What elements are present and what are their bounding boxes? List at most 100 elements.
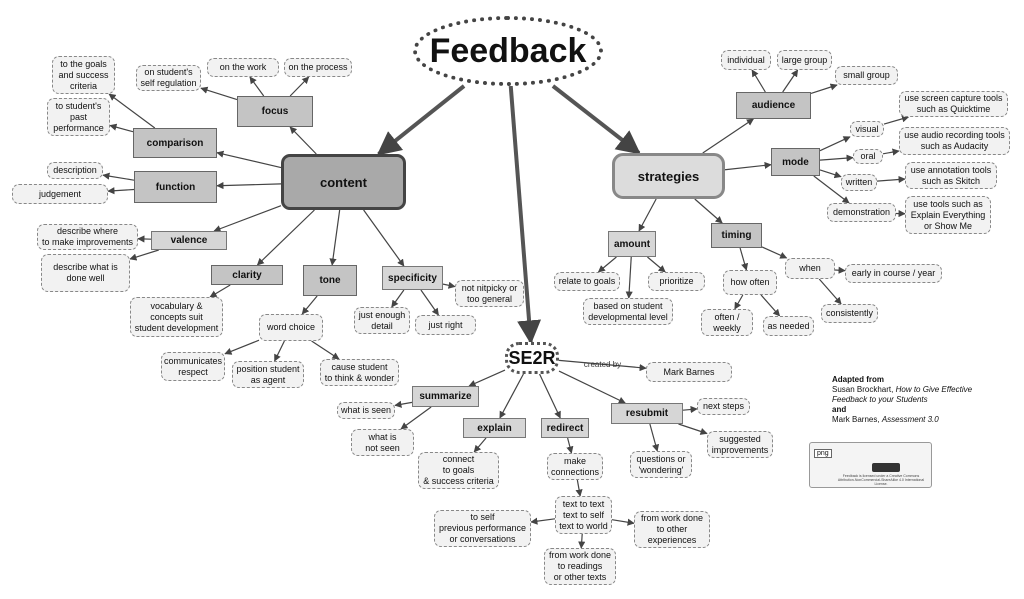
connector-text-to-text-to-to-self xyxy=(530,517,556,525)
node-strategies: strategies xyxy=(612,153,725,199)
node-early-in-course: early in course / year xyxy=(845,264,942,283)
connector-se2r-to-explain xyxy=(499,373,524,419)
connector-tone-to-word-choice xyxy=(301,295,318,315)
attribution-author2: Mark Barnes, xyxy=(832,415,880,424)
node-content: content xyxy=(281,154,406,210)
node-to-goals: to the goals and success criteria xyxy=(52,56,115,94)
node-mark-barnes: Mark Barnes xyxy=(646,362,732,382)
connector-content-to-tone xyxy=(329,209,341,266)
connector-strategies-to-mode xyxy=(724,161,772,171)
node-description: description xyxy=(47,162,103,179)
connector-title-feedback-to-se2r xyxy=(508,85,542,345)
connector-word-choice-to-position-student xyxy=(274,340,285,362)
connector-se2r-to-resubmit xyxy=(558,370,626,404)
connector-amount-to-relate-to-goals xyxy=(597,256,617,273)
node-specificity: specificity xyxy=(382,266,443,290)
connector-text-to-text-to-from-work-readings xyxy=(578,533,586,549)
node-redirect: redirect xyxy=(541,418,589,438)
node-individual: individual xyxy=(721,50,771,70)
attribution-heading: Adapted from xyxy=(832,375,884,384)
node-communicates-respect: communicates respect xyxy=(161,352,225,381)
connector-se2r-to-redirect xyxy=(539,373,561,419)
node-describe-where: describe where to make improvements xyxy=(37,224,138,250)
node-audio-recording: use audio recording tools such as Audaci… xyxy=(899,127,1010,155)
node-based-on-level: based on student developmental level xyxy=(583,298,673,325)
connector-written-to-annotation xyxy=(876,175,906,184)
attribution: Adapted from Susan Brockhart, How to Giv… xyxy=(832,375,982,425)
node-tone: tone xyxy=(303,265,357,296)
connector-mode-to-demonstration xyxy=(813,175,850,204)
node-what-is-not-seen: what is not seen xyxy=(351,429,414,456)
node-to-self: to self previous performance or conversa… xyxy=(434,510,531,547)
attribution-and: and xyxy=(832,405,847,414)
connector-content-to-comparison xyxy=(216,150,282,169)
node-large-group: large group xyxy=(777,50,832,70)
node-cause-student: cause student to think & wonder xyxy=(320,359,399,386)
node-on-the-process: on the process xyxy=(284,58,352,77)
connector-summarize-to-what-is-seen xyxy=(394,400,413,408)
connector-audience-to-large-group xyxy=(782,69,799,93)
connector-focus-to-on-self-regulation xyxy=(200,86,238,101)
connector-content-to-valence xyxy=(213,205,282,233)
node-when: when xyxy=(785,258,835,279)
node-text-to-text: text to text text to self text to world xyxy=(555,496,612,534)
node-position-student: position student as agent xyxy=(232,361,304,388)
connector-clarity-to-vocabulary xyxy=(209,284,231,298)
connector-se2r-to-summarize xyxy=(468,369,506,387)
connector-strategies-to-timing xyxy=(694,198,723,224)
node-prioritize: prioritize xyxy=(648,272,705,291)
connector-how-often-to-as-needed xyxy=(760,294,781,317)
node-just-enough-detail: just enough detail xyxy=(354,307,410,334)
connector-function-to-judgement xyxy=(107,187,135,195)
connector-mode-to-written xyxy=(819,169,842,179)
node-written: written xyxy=(841,174,877,191)
connector-strategies-to-audience xyxy=(702,118,754,154)
node-describe-what: describe what is done well xyxy=(41,254,130,292)
node-not-nitpicky: not nitpicky or too general xyxy=(455,280,524,307)
connector-amount-to-based-on-level xyxy=(625,256,633,299)
node-from-work-experiences: from work done to other experiences xyxy=(634,511,710,548)
node-mode: mode xyxy=(771,148,820,176)
node-annotation: use annotation tools such as Skitch xyxy=(905,162,997,189)
connector-focus-to-on-the-work xyxy=(249,76,265,97)
connector-valence-to-describe-what xyxy=(129,249,159,261)
connector-comparison-to-to-past-performance xyxy=(109,123,134,133)
connector-title-feedback-to-strategies xyxy=(551,84,641,155)
connector-explain-to-connect xyxy=(473,437,487,453)
connector-audience-to-small-group xyxy=(810,83,838,94)
node-to-past-performance: to student's past performance xyxy=(47,98,110,136)
node-screen-capture: use screen capture tools such as Quickti… xyxy=(899,91,1008,117)
connector-content-to-specificity xyxy=(363,209,405,267)
connector-word-choice-to-communicates-respect xyxy=(224,339,260,355)
connector-resubmit-to-questions-wondering xyxy=(649,423,660,452)
connector-title-feedback-to-content xyxy=(376,84,466,156)
node-demonstration: demonstration xyxy=(827,203,896,222)
node-consistently: consistently xyxy=(821,304,878,323)
connector-text-to-text-to-from-work-experiences xyxy=(611,518,635,526)
attribution-book2: Assessment 3.0 xyxy=(881,415,939,424)
node-small-group: small group xyxy=(835,66,898,85)
connector-amount-to-prioritize xyxy=(647,256,666,273)
license-text: Feedback is licensed under a Creative Co… xyxy=(837,474,925,486)
connector-audience-to-individual xyxy=(751,69,766,93)
node-resubmit: resubmit xyxy=(611,403,683,424)
connector-mode-to-oral xyxy=(819,154,854,162)
node-comparison: comparison xyxy=(133,128,217,158)
cc-license-icon xyxy=(872,463,900,472)
node-questions-wondering: questions or 'wondering' xyxy=(630,451,692,478)
node-just-right: just right xyxy=(415,315,476,335)
node-how-often: how often xyxy=(723,270,777,295)
connector-function-to-description xyxy=(102,172,135,181)
node-on-self-regulation: on student's self regulation xyxy=(136,65,201,91)
node-se2r: SE2R xyxy=(505,342,559,374)
node-from-work-readings: from work done to readings or other text… xyxy=(544,548,616,585)
license-box: png Feedback is licensed under a Creativ… xyxy=(809,442,932,488)
node-make-connections: make connections xyxy=(547,453,603,480)
png-badge: png xyxy=(814,449,832,458)
connector-redirect-to-make-connections xyxy=(566,437,574,454)
node-vocabulary: vocabulary & concepts suit student devel… xyxy=(130,297,223,337)
node-explain-everything: use tools such as Explain Everything or … xyxy=(905,196,991,234)
connector-specificity-to-just-enough-detail xyxy=(391,289,405,308)
